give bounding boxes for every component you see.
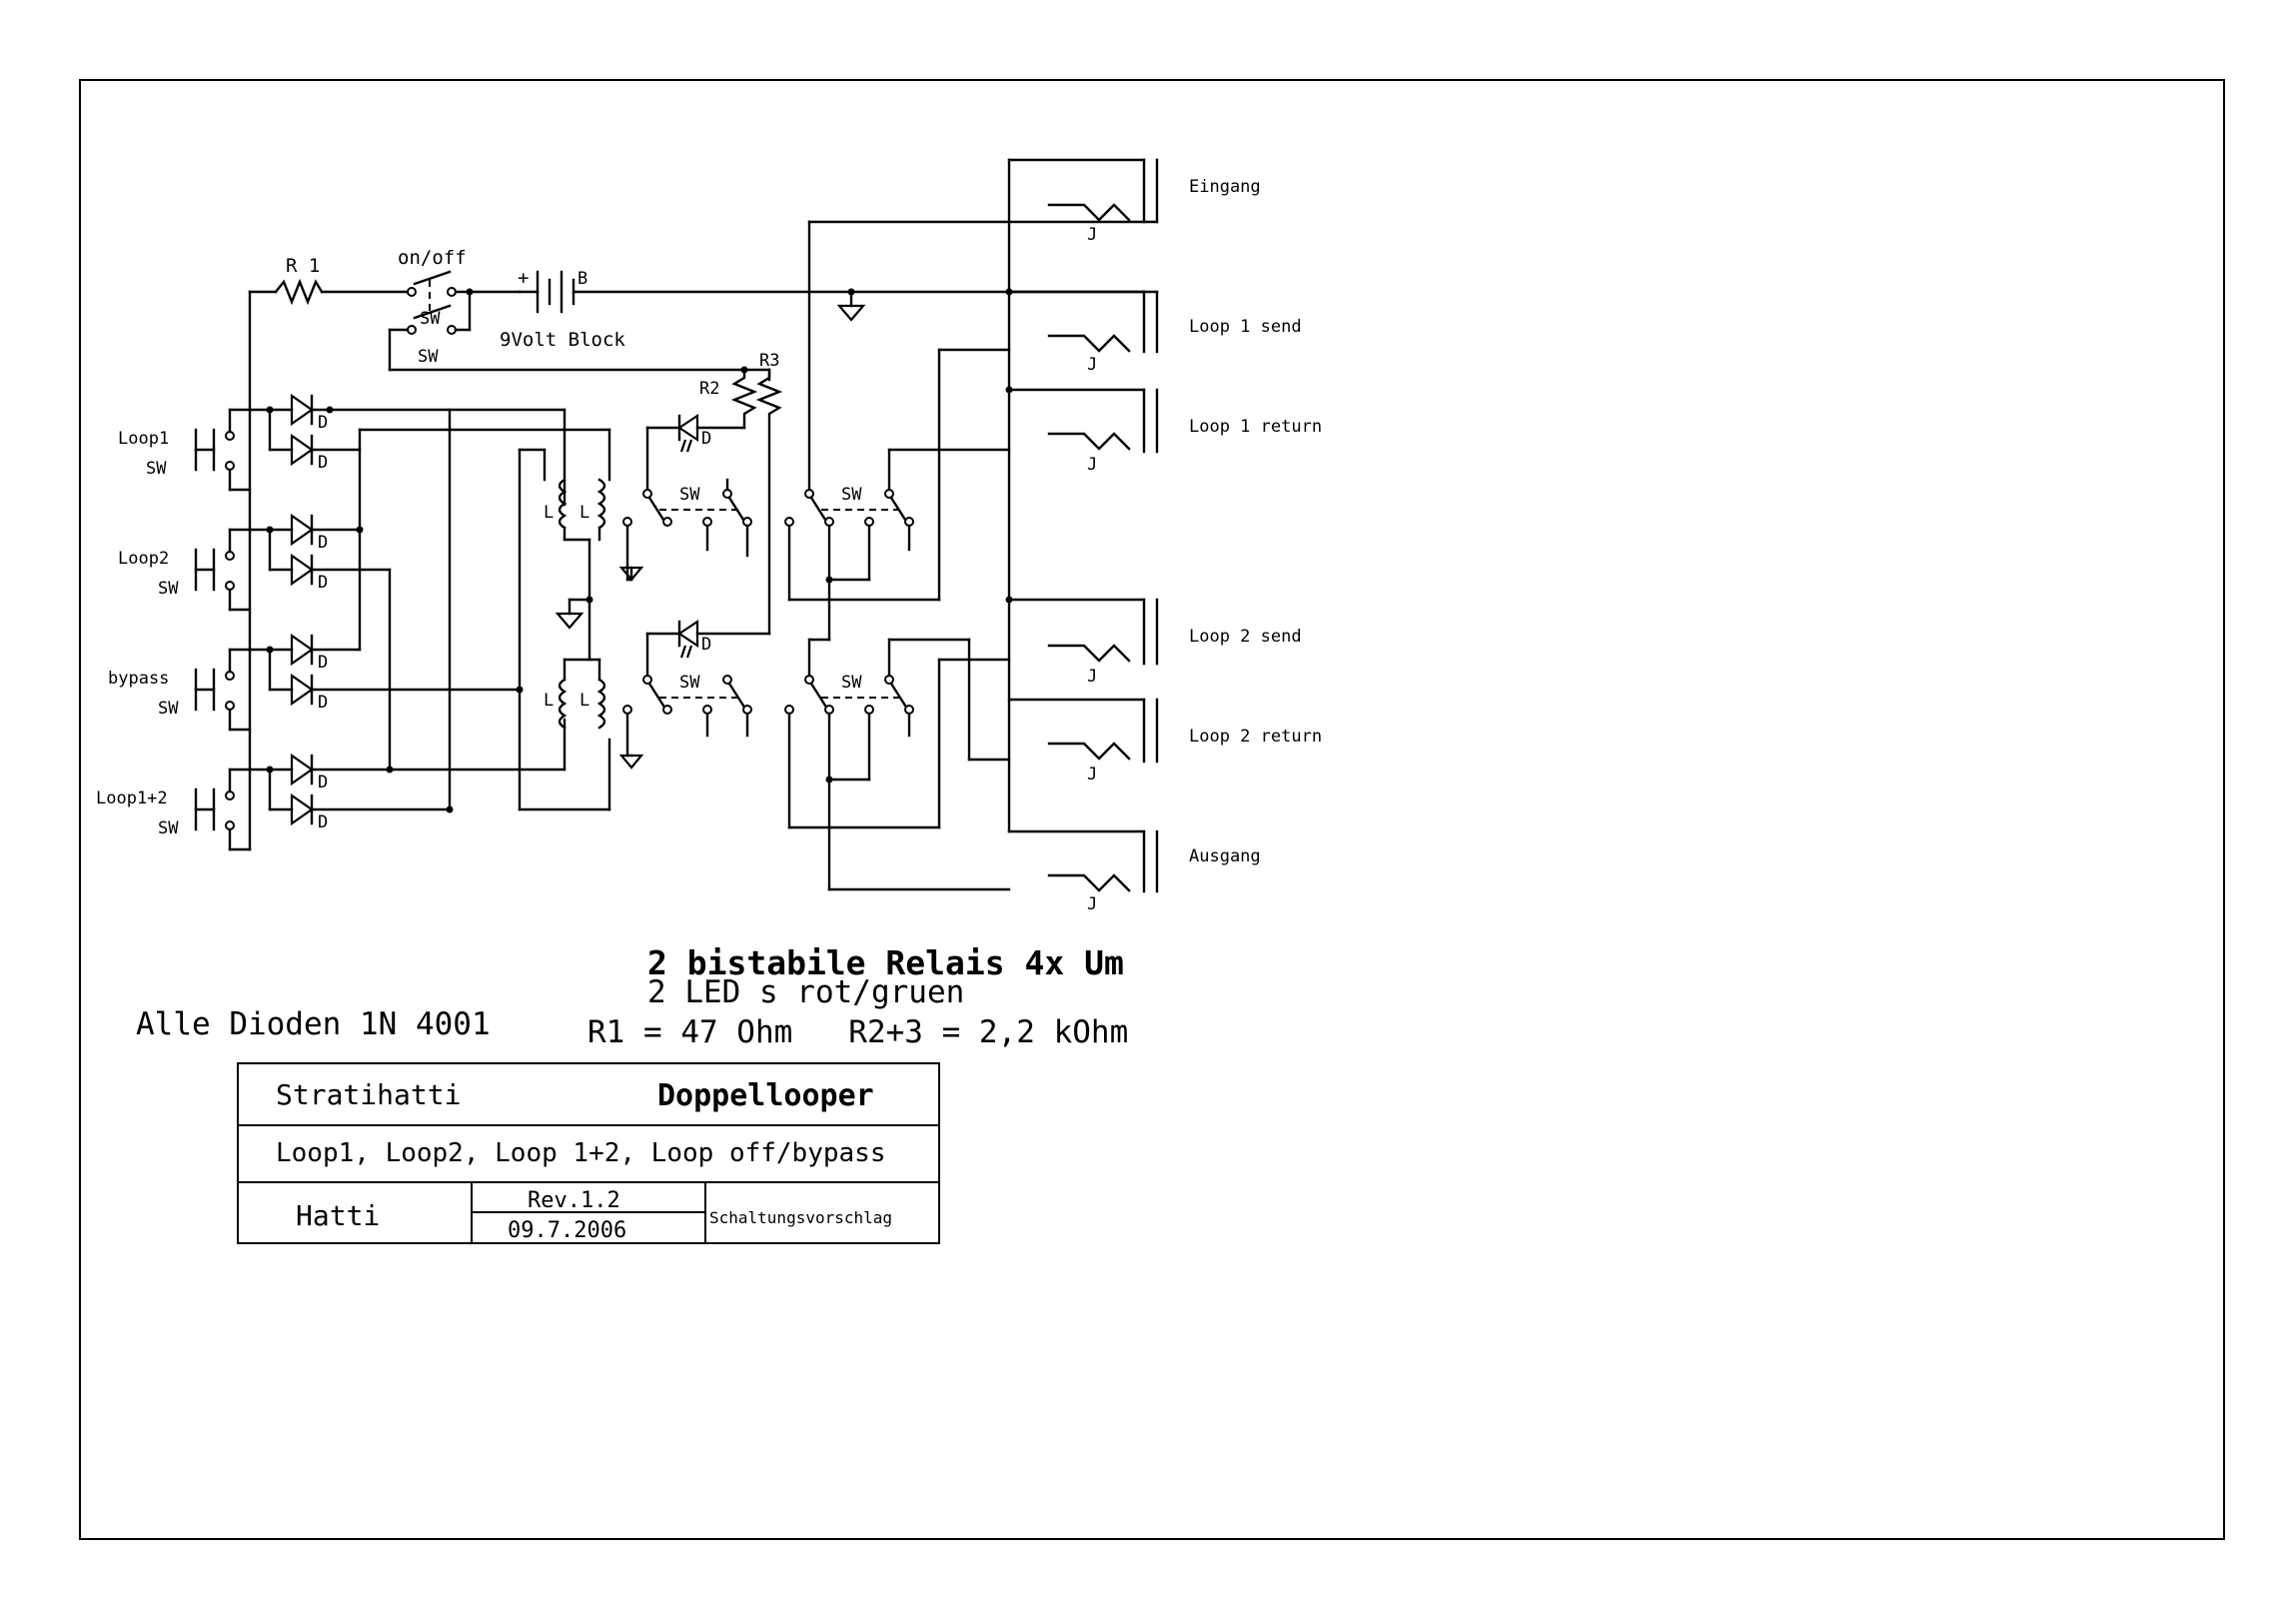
battery-label: 9Volt Block [500, 329, 625, 351]
diode-pair-4: D D [248, 753, 328, 832]
footswitch-loop1: Loop1 SW [118, 408, 252, 492]
diode-matrix: D D D D D D [248, 393, 611, 832]
footswitch-loop2: Loop2 SW [118, 528, 252, 612]
title-author-nick: Stratihatti [276, 1078, 461, 1111]
coil-label: L [579, 691, 589, 711]
led-1: D [677, 413, 711, 453]
r2-label: R2 [699, 379, 719, 399]
footswitch-bypass-label: bypass [108, 669, 169, 689]
jack-tag: J [1087, 894, 1097, 914]
title-author: Hatti [296, 1199, 380, 1232]
relay-1-contacts: R2 R3 D SW [618, 220, 1159, 642]
footswitch-bypass: bypass SW [108, 648, 252, 732]
jack-loop2-send: J Loop 2 send [1007, 598, 1302, 687]
jack-eingang: J Eingang [1007, 158, 1261, 245]
jack-tag: J [1087, 355, 1097, 375]
note-diodes: Alle Dioden 1N 4001 [136, 1006, 491, 1042]
input-switches: Loop1 SW Loop2 SW bypass [96, 408, 252, 851]
diode-pair-1: D D [248, 393, 328, 473]
coil-label: L [579, 503, 589, 523]
jack-tag: J [1087, 765, 1097, 785]
resistor-r3 [755, 368, 783, 636]
diode-label: D [318, 573, 328, 593]
diode-label: D [701, 635, 711, 655]
footswitch-loop1-label: Loop1 [118, 429, 169, 449]
battery-plus: + [518, 267, 529, 289]
power-switch-label: on/off [398, 247, 467, 269]
r1-label: R 1 [286, 255, 320, 277]
jack-loop1-return: J Loop 1 return [1007, 388, 1322, 475]
diode-label: D [318, 812, 328, 832]
jack-tag: J [1087, 667, 1097, 687]
jack-loop2-send-label: Loop 2 send [1189, 627, 1302, 647]
relay1-sw-label-2: SW [841, 485, 862, 505]
resistor-r1 [274, 278, 324, 306]
diode-pair-3: D D [248, 633, 328, 713]
jack-loop2-return-label: Loop 2 return [1189, 727, 1322, 747]
footswitch-loop12-label: Loop1+2 [96, 789, 168, 808]
jack-loop1-send-label: Loop 1 send [1189, 317, 1302, 337]
diode-pair-2: D D [248, 513, 328, 593]
note-leds: 2 LED s rot/gruen [647, 974, 964, 1010]
title-doc-type: Schaltungsvorschlag [709, 1208, 892, 1227]
diode-label: D [318, 773, 328, 793]
jack-loop1-send: J Loop 1 send [1007, 290, 1302, 375]
notes: 2 bistabile Relais 4x Um 2 LED s rot/gru… [136, 943, 1128, 1050]
relay-2-contacts: D SW SW [618, 619, 1011, 891]
diode-label: D [318, 693, 328, 713]
jack-loop1-return-label: Loop 1 return [1189, 417, 1322, 437]
power-sw-label-2: SW [418, 347, 439, 367]
jack-eingang-label: Eingang [1189, 177, 1261, 197]
footswitch-loop12: Loop1+2 SW [96, 768, 252, 851]
power-switch-sw-label: SW [420, 309, 441, 329]
title-description: Loop1, Loop2, Loop 1+2, Loop off/bypass [276, 1138, 885, 1168]
jack-ausgang-label: Ausgang [1189, 846, 1261, 866]
diode-label: D [318, 533, 328, 553]
led-2: D [677, 619, 711, 659]
diode-label: D [701, 429, 711, 449]
footswitch-bypass-sw: SW [158, 699, 179, 719]
battery-tag: B [577, 269, 587, 289]
note-resistors: R1 = 47 Ohm R2+3 = 2,2 kOhm [587, 1014, 1128, 1050]
note-relays: 2 bistabile Relais 4x Um [647, 943, 1124, 982]
resistor-r2 [730, 368, 758, 430]
drawing-frame [79, 79, 2225, 1540]
jack-tag: J [1087, 455, 1097, 475]
jack-ausgang: J Ausgang [1007, 829, 1261, 914]
relay2-sw-label-2: SW [841, 673, 862, 693]
jack-loop2-return: J Loop 2 return [1007, 698, 1322, 785]
coil-label: L [544, 691, 554, 711]
footswitch-loop1-sw: SW [146, 459, 167, 479]
footswitch-loop2-label: Loop2 [118, 549, 169, 569]
relay1-sw-label: SW [679, 485, 700, 505]
footswitch-loop12-sw: SW [158, 818, 179, 838]
title-project: Doppellooper [657, 1078, 874, 1113]
r3-label: R3 [759, 351, 779, 371]
coil-label: L [544, 503, 554, 523]
diode-label: D [318, 653, 328, 673]
power-section: R 1 on/off SW SW + B 9Volt Block [248, 247, 1159, 851]
jacks: J Eingang J Loop 1 send J Loop 1 return … [1005, 158, 1322, 914]
diode-label: D [318, 413, 328, 433]
relay2-sw-label: SW [679, 673, 700, 693]
footswitch-loop2-sw: SW [158, 579, 179, 599]
title-date: 09.7.2006 [508, 1218, 626, 1243]
jack-tag: J [1087, 225, 1097, 245]
title-block: Stratihatti Doppellooper Loop1, Loop2, L… [237, 1062, 940, 1244]
title-revision: Rev.1.2 [528, 1188, 620, 1213]
relay-coils: L L L L [544, 478, 606, 730]
diode-label: D [318, 453, 328, 473]
